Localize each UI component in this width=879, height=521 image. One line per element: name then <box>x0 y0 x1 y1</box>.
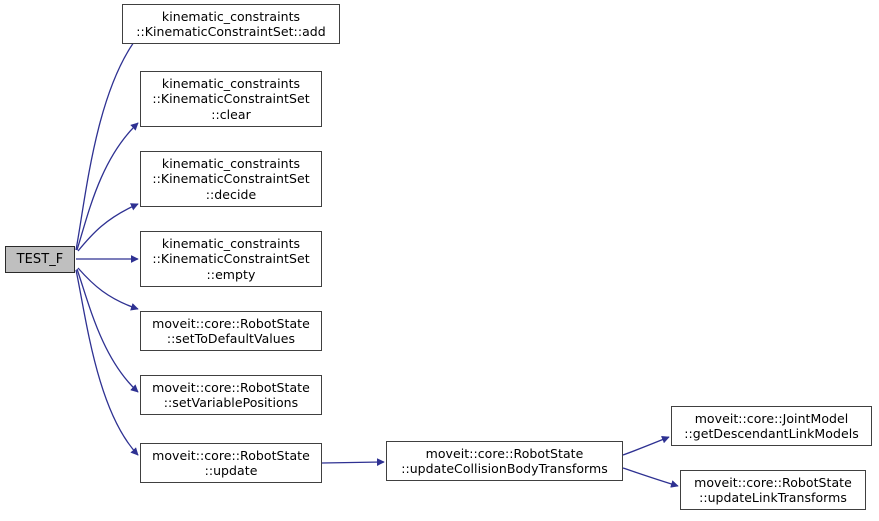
graph-node-getDescendantLinkModels[interactable]: moveit::core::JointModel ::getDescendant… <box>671 406 872 446</box>
graph-node-test_f[interactable]: TEST_F <box>5 246 75 273</box>
graph-node-label-setVariablePositions: moveit::core::RobotState ::setVariablePo… <box>152 379 310 411</box>
graph-node-updateCollisionBodyTransforms[interactable]: moveit::core::RobotState ::updateCollisi… <box>386 441 623 481</box>
graph-node-updateLinkTransforms[interactable]: moveit::core::RobotState ::updateLinkTra… <box>680 470 866 510</box>
graph-node-label-updateCollisionBodyTransforms: moveit::core::RobotState ::updateCollisi… <box>401 445 608 477</box>
call-edge-test_f-to-setToDefaultValues <box>77 267 139 311</box>
call-edge-test_f-to-add <box>75 33 141 251</box>
graph-node-setToDefaultValues[interactable]: moveit::core::RobotState ::setToDefaultV… <box>140 311 322 351</box>
graph-node-label-empty: kinematic_constraints ::KinematicConstra… <box>152 235 310 282</box>
graph-node-add[interactable]: kinematic_constraints ::KinematicConstra… <box>122 4 340 44</box>
call-edge-update-to-updateCollisionBodyTransforms <box>321 458 385 467</box>
call-edge-test_f-to-decide <box>77 203 139 252</box>
graph-node-setVariablePositions[interactable]: moveit::core::RobotState ::setVariablePo… <box>140 375 322 415</box>
graph-node-label-clear: kinematic_constraints ::KinematicConstra… <box>152 75 310 122</box>
call-edge-test_f-to-setVariablePositions <box>76 268 139 393</box>
graph-node-label-setToDefaultValues: moveit::core::RobotState ::setToDefaultV… <box>152 315 310 347</box>
graph-node-label-updateLinkTransforms: moveit::core::RobotState ::updateLinkTra… <box>694 474 852 506</box>
call-edge-test_f-to-clear <box>76 122 139 251</box>
graph-node-label-test_f: TEST_F <box>16 251 64 267</box>
graph-node-empty[interactable]: kinematic_constraints ::KinematicConstra… <box>140 231 322 287</box>
graph-node-decide[interactable]: kinematic_constraints ::KinematicConstra… <box>140 151 322 207</box>
graph-node-clear[interactable]: kinematic_constraints ::KinematicConstra… <box>140 71 322 127</box>
graph-node-label-add: kinematic_constraints ::KinematicConstra… <box>136 8 326 40</box>
graph-node-label-update: moveit::core::RobotState ::update <box>152 447 310 479</box>
call-edge-updateCollisionBodyTransforms-to-updateLinkTransforms <box>622 467 679 488</box>
graph-node-label-getDescendantLinkModels: moveit::core::JointModel ::getDescendant… <box>684 410 859 442</box>
graph-node-label-decide: kinematic_constraints ::KinematicConstra… <box>152 155 310 202</box>
graph-node-update[interactable]: moveit::core::RobotState ::update <box>140 443 322 483</box>
call-edge-test_f-to-update <box>75 269 139 456</box>
call-edge-updateCollisionBodyTransforms-to-getDescendantLinkModels <box>622 435 670 456</box>
